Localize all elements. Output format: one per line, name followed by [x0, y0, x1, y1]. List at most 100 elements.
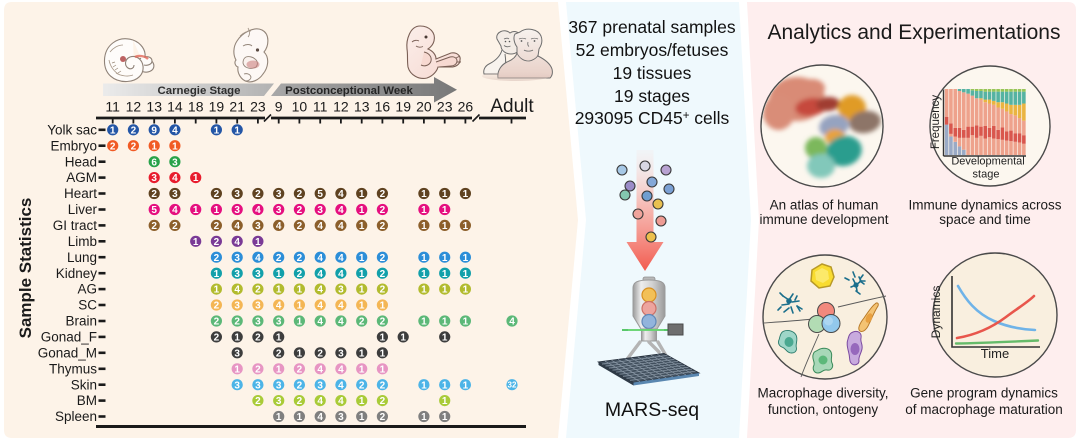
svg-text:of macrophage maturation: of macrophage maturation: [905, 402, 1063, 417]
svg-text:1: 1: [359, 269, 365, 280]
svg-text:2: 2: [380, 285, 386, 296]
svg-text:21: 21: [229, 99, 245, 115]
svg-text:3: 3: [317, 380, 323, 391]
svg-text:Analytics and Experimentations: Analytics and Experimentations: [768, 21, 1061, 44]
svg-text:23: 23: [437, 99, 453, 115]
svg-text:Frequency: Frequency: [930, 95, 942, 150]
svg-text:1: 1: [193, 205, 199, 216]
svg-text:4: 4: [317, 285, 323, 296]
svg-text:3: 3: [255, 317, 261, 328]
svg-text:4: 4: [338, 364, 344, 375]
svg-text:2: 2: [380, 253, 386, 264]
svg-text:2: 2: [255, 396, 261, 407]
svg-text:1: 1: [193, 173, 199, 184]
svg-text:AG: AG: [77, 282, 97, 297]
svg-text:1: 1: [421, 269, 427, 280]
svg-text:4: 4: [317, 364, 323, 375]
svg-text:1: 1: [442, 412, 448, 423]
svg-text:1: 1: [276, 333, 282, 344]
svg-text:2: 2: [151, 189, 157, 200]
svg-text:1: 1: [463, 380, 469, 391]
svg-text:An atlas of human: An atlas of human: [770, 198, 879, 213]
svg-text:1: 1: [276, 364, 282, 375]
svg-text:4: 4: [338, 380, 344, 391]
svg-text:1: 1: [442, 253, 448, 264]
svg-text:4: 4: [338, 205, 344, 216]
svg-text:4: 4: [338, 253, 344, 264]
svg-text:5: 5: [151, 205, 157, 216]
svg-text:3: 3: [151, 173, 157, 184]
svg-text:1: 1: [463, 253, 469, 264]
svg-text:1: 1: [172, 141, 178, 152]
svg-text:26: 26: [458, 99, 474, 115]
svg-text:2: 2: [214, 301, 220, 312]
svg-text:1: 1: [442, 189, 448, 200]
svg-text:3: 3: [234, 189, 240, 200]
svg-text:9: 9: [275, 99, 283, 115]
svg-text:4: 4: [172, 125, 178, 136]
svg-text:1: 1: [276, 269, 282, 280]
svg-text:1: 1: [276, 285, 282, 296]
svg-text:18: 18: [188, 99, 204, 115]
svg-text:4: 4: [276, 221, 282, 232]
svg-text:1: 1: [421, 285, 427, 296]
svg-text:2: 2: [380, 380, 386, 391]
svg-text:3: 3: [276, 396, 282, 407]
svg-text:1: 1: [234, 125, 240, 136]
svg-text:4: 4: [338, 301, 344, 312]
svg-text:6: 6: [151, 157, 157, 168]
svg-text:4: 4: [338, 269, 344, 280]
svg-text:4: 4: [317, 412, 323, 423]
svg-text:4: 4: [338, 396, 344, 407]
svg-text:4: 4: [509, 317, 515, 328]
svg-text:4: 4: [234, 285, 240, 296]
svg-text:32: 32: [508, 381, 517, 390]
svg-text:Spleen: Spleen: [55, 409, 97, 424]
svg-text:1: 1: [380, 348, 386, 359]
svg-text:1: 1: [297, 348, 303, 359]
svg-text:1: 1: [463, 285, 469, 296]
svg-text:9: 9: [151, 125, 157, 136]
svg-text:SC: SC: [78, 298, 97, 313]
svg-text:1: 1: [297, 285, 303, 296]
svg-text:1: 1: [214, 285, 220, 296]
svg-text:1: 1: [463, 221, 469, 232]
svg-text:16: 16: [375, 99, 391, 115]
svg-text:Dynamics: Dynamics: [929, 286, 943, 339]
svg-text:1: 1: [359, 364, 365, 375]
svg-text:3: 3: [338, 412, 344, 423]
svg-text:2: 2: [255, 364, 261, 375]
svg-text:2: 2: [297, 253, 303, 264]
svg-text:1: 1: [276, 412, 282, 423]
svg-text:2: 2: [359, 317, 365, 328]
svg-text:1: 1: [421, 253, 427, 264]
svg-text:3: 3: [172, 157, 178, 168]
svg-text:1: 1: [359, 205, 365, 216]
svg-text:3: 3: [276, 205, 282, 216]
svg-text:1: 1: [442, 333, 448, 344]
svg-text:Embryo: Embryo: [50, 138, 97, 153]
svg-text:3: 3: [276, 189, 282, 200]
svg-text:1: 1: [359, 221, 365, 232]
svg-text:2: 2: [172, 221, 178, 232]
svg-text:19: 19: [209, 99, 225, 115]
svg-text:Kidney: Kidney: [56, 266, 98, 281]
svg-text:2: 2: [131, 141, 137, 152]
svg-text:4: 4: [255, 253, 261, 264]
svg-text:2: 2: [214, 317, 220, 328]
svg-text:1: 1: [214, 125, 220, 136]
svg-text:1: 1: [234, 333, 240, 344]
svg-text:4: 4: [172, 205, 178, 216]
svg-text:12: 12: [333, 99, 349, 115]
svg-text:GI tract: GI tract: [53, 218, 98, 233]
svg-text:4: 4: [317, 317, 323, 328]
svg-text:2: 2: [214, 189, 220, 200]
svg-text:Gonad_F: Gonad_F: [41, 330, 97, 345]
svg-text:1: 1: [193, 237, 199, 248]
svg-text:5: 5: [317, 189, 323, 200]
svg-text:4: 4: [172, 173, 178, 184]
svg-text:stage: stage: [973, 169, 1000, 181]
svg-text:1: 1: [359, 285, 365, 296]
svg-text:4: 4: [234, 237, 240, 248]
svg-text:2: 2: [255, 333, 261, 344]
